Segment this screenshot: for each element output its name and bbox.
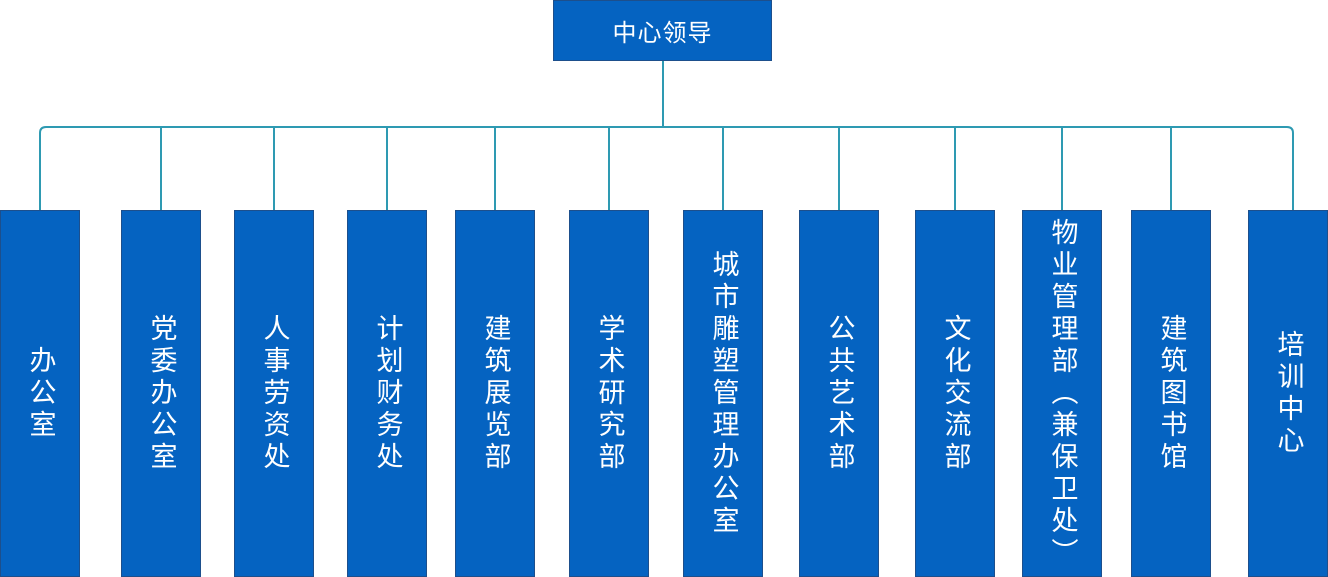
dept-node-library: 建筑图书馆: [1131, 210, 1211, 577]
dept-label: 党委办公室: [145, 313, 177, 474]
dept-node-culture-exchange: 文化交流部: [915, 210, 995, 577]
dept-label: 公共艺术部: [823, 313, 855, 474]
dept-node-party-office: 党委办公室: [121, 210, 201, 577]
dept-label: 人事劳资处: [258, 313, 290, 474]
dept-node-research: 学术研究部: [569, 210, 649, 577]
dept-node-exhibition: 建筑展览部: [455, 210, 535, 577]
connector-bus: [39, 126, 1294, 210]
dept-label: 建筑图书馆: [1155, 313, 1187, 474]
dept-node-office: 办公室: [0, 210, 80, 577]
dept-node-public-art: 公共艺术部: [799, 210, 879, 577]
dept-node-property: 物业管理部（兼保卫处）: [1022, 210, 1102, 577]
root-node: 中心领导: [553, 0, 772, 61]
dept-label: 学术研究部: [593, 313, 625, 474]
dept-node-finance: 计划财务处: [347, 210, 427, 577]
dept-label: 文化交流部: [939, 313, 971, 474]
dept-node-personnel: 人事劳资处: [234, 210, 314, 577]
dept-label: 物业管理部（兼保卫处）: [1046, 217, 1078, 570]
root-node-label: 中心领导: [612, 19, 713, 47]
dept-label: 计划财务处: [371, 313, 403, 474]
dept-label: 建筑展览部: [479, 313, 511, 474]
dept-node-training: 培训中心: [1248, 210, 1328, 577]
dept-label: 城市雕塑管理办公室: [707, 249, 739, 538]
dept-label: 培训中心: [1272, 329, 1304, 458]
dept-label: 办公室: [24, 345, 56, 442]
dept-node-sculpture: 城市雕塑管理办公室: [683, 210, 763, 577]
